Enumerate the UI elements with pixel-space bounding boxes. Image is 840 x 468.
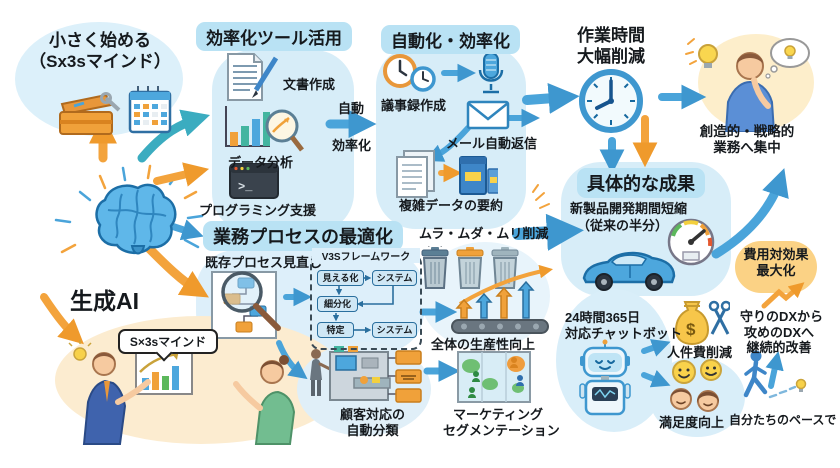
v3s-box-system1: システム [372,270,417,286]
big-clock-icon [579,69,643,133]
dx-label: 守りのDXから 攻めのDXへ 継続的改善 [740,309,823,356]
muda-label: ムラ・ムダ・ムリ削減 [419,226,549,241]
satisfaction-label: 満足度向上 [659,415,725,430]
creative-label: 創造的・戦略的 業務へ集中 [688,124,806,156]
results-line2: （従来の半分） [577,218,669,233]
marketing-line2: セグメンテーション [443,422,560,438]
marketing-line1: マーケティング [453,407,543,422]
summary-label: 複雑データの要約 [399,198,504,213]
tools-header: 効率化ツール活用 [196,22,352,51]
chatbot-line1: 24時間365日 [565,310,641,325]
productivity-label: 全体の生産性向上 [431,337,536,352]
auto-label: 自動 [338,101,365,116]
thinking-person-icon [698,38,810,132]
dx-line2: 攻めのDXへ [743,324,815,340]
process-magnifier-icon [211,271,281,339]
time-line2: 大幅削減 [577,47,645,67]
process-header: 業務プロセスの最適化 [203,221,403,251]
sorting-label: 顧客対応の 自動分類 [330,407,415,438]
microphone-icon [478,52,504,94]
conveyor-productivity-icon [451,264,554,334]
v3s-framework: V3Sフレームワーク 見える化 システム 細分化 特定 システム [310,248,422,350]
gen-ai-label: 生成AI [70,288,139,314]
own-pace-label: 自分たちのペースで [729,413,837,427]
walking-person-icon [743,350,807,399]
gauge-icon [667,218,715,266]
satisfaction-faces-icon [670,359,722,412]
s3s-speech-bubble: S×3sマインド [118,329,218,354]
time-saving-label: 作業時間 大幅削減 [577,25,645,68]
data-analysis-label: データ分析 [228,155,294,170]
results-header: 具体的な成果 [577,168,705,198]
toolbox-icon [59,92,121,135]
efficiency-label: 効率化 [332,138,372,153]
automation-header: 自動化・効率化 [381,25,520,54]
chatbot-label: 24時間365日 対応チャットボット [565,310,682,341]
sorting-line1: 顧客対応の [339,407,405,422]
dollar-glyph: $ [686,320,696,339]
trash-cans-icon [421,246,519,289]
labor-cost-label: 人件費削減 [667,345,733,360]
results-line1: 新製品開発期間短縮 [570,201,688,216]
terminal-icon: >_ [229,163,279,199]
doc-creation-label: 文書作成 [283,77,336,92]
sorting-machine-icon [310,346,422,403]
creative-line1: 創造的・戦略的 [699,124,795,139]
cost-label: 費用対効果 最大化 [735,247,817,278]
v3s-box-system2: システム [372,322,417,338]
start-title-line2: （Sx3sマインド） [29,52,171,72]
chatbot-line2: 対応チャットボット [565,325,682,341]
process-review-label: 既存プロセス見直し [205,255,323,270]
books-icon [459,156,498,195]
mail-icon [466,100,510,130]
data-analysis-icon [225,106,304,152]
sorting-line2: 自動分類 [346,422,399,438]
cost-line1: 費用対効果 [743,247,809,262]
dx-line1: 守りのDXから [740,309,824,324]
start-title-line1: 小さく始める [49,31,151,50]
document-pen-icon [227,53,279,101]
documents-icon [396,150,435,198]
minutes-label: 議事録作成 [381,98,447,113]
v3s-connectors [332,274,394,334]
cost-line2: 最大化 [756,262,796,278]
calendar-icon [128,86,172,134]
v3s-box-visualize: 見える化 [317,270,364,286]
robot-icon [579,339,631,416]
money-scissors-icon: $ [674,300,730,346]
time-line1: 作業時間 [577,26,645,45]
marketing-label: マーケティング セグメンテーション [443,407,560,438]
mail-reply-label: メール自動返信 [446,136,538,151]
clocks-icon [383,54,436,92]
start-small-title: 小さく始める （Sx3sマインド） [20,30,180,73]
programming-label: プログラミング支援 [199,203,317,218]
prompt-glyph: >_ [238,180,253,194]
creative-line2: 業務へ集中 [713,140,781,156]
world-map-icon [457,351,531,403]
brain-icon [95,183,177,255]
v3s-title: V3Sフレームワーク [312,248,420,263]
dx-line3: 継続的改善 [746,340,812,356]
car-icon [582,251,676,291]
